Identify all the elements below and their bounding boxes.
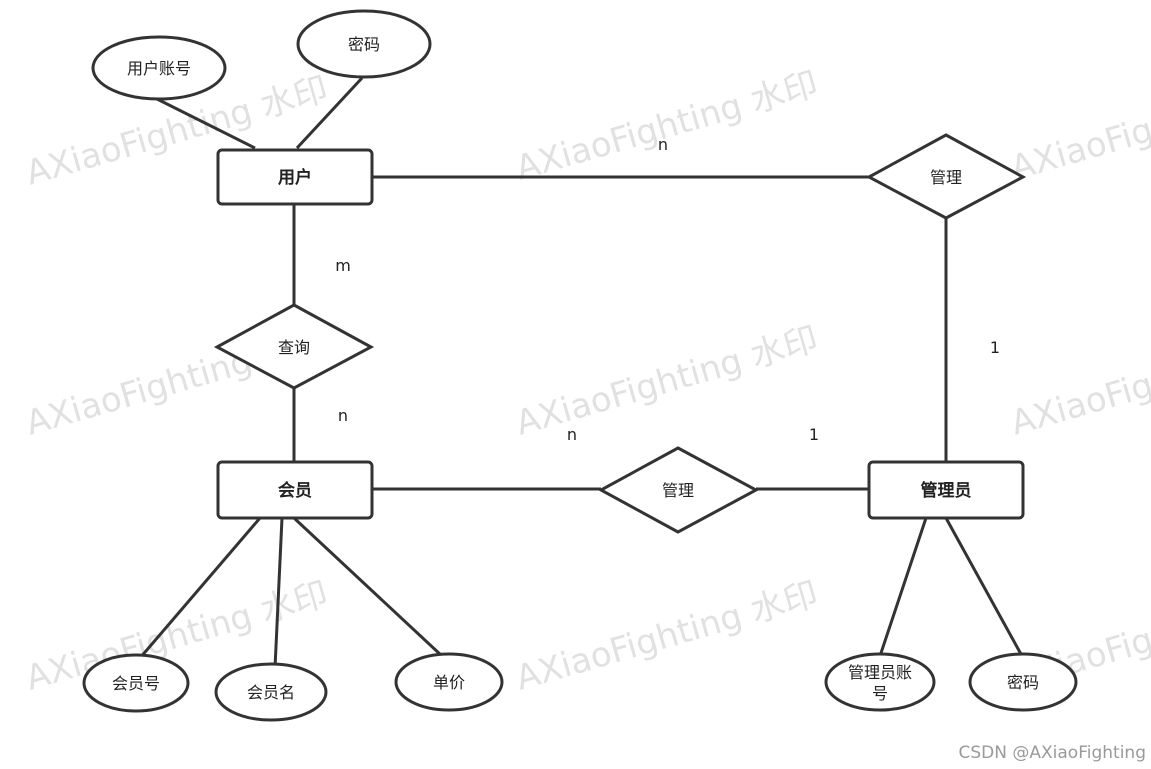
attribute-ellipse <box>82 653 190 713</box>
cardinality-user-query: m <box>335 256 351 275</box>
entity-member[interactable]: 会员 <box>216 460 374 520</box>
relationship-diamond <box>865 133 1027 220</box>
relationship-query[interactable]: 查询 <box>213 303 375 390</box>
attribute-label: 会员名 <box>247 683 295 702</box>
attribute-label: 用户账号 <box>127 59 191 78</box>
attribute-user-account[interactable]: 用户账号 <box>91 35 227 101</box>
relationship-manage-top[interactable]: 管理 <box>865 133 1027 220</box>
entity-label: 会员 <box>278 480 312 501</box>
entity-box <box>216 148 374 206</box>
attribute-label-line1: 管理员账 <box>848 663 912 682</box>
attribute-admin-account[interactable]: 管理员账 号 <box>824 652 936 712</box>
attribute-ellipse <box>296 9 432 79</box>
relationship-label: 查询 <box>278 338 310 357</box>
watermark-text: AXiaoFighting 水印 <box>511 319 822 443</box>
attribute-ellipse <box>394 652 504 712</box>
attribute-ellipse <box>824 652 936 712</box>
entity-label: 用户 <box>278 167 312 188</box>
connector-user-account <box>154 96 256 150</box>
relationship-diamond <box>213 303 375 390</box>
attribute-label-line2: 号 <box>872 684 888 703</box>
cardinality-member-query: n <box>338 406 348 425</box>
attribute-member-name[interactable]: 会员名 <box>214 662 328 722</box>
relationship-label: 管理 <box>662 481 694 500</box>
cardinality-user-manage: n <box>658 135 668 154</box>
watermark-text: AXiaoFighting 水印 <box>1006 64 1151 188</box>
connector-admin-account <box>878 517 928 657</box>
attribute-label: 单价 <box>433 673 465 692</box>
cardinality-member-manage: n <box>567 425 577 444</box>
relationship-diamond <box>597 446 760 534</box>
attribute-unit-price[interactable]: 单价 <box>394 652 504 712</box>
cardinality-admin-manage-bottom: 1 <box>809 425 819 444</box>
attribute-label: 密码 <box>1007 673 1039 692</box>
connector-member-id <box>138 517 262 659</box>
relationship-manage-bottom[interactable]: 管理 <box>597 446 760 534</box>
attribute-label: 会员号 <box>112 674 160 693</box>
watermark-text: AXiaoFighting 水印 <box>511 64 822 188</box>
relationship-label: 管理 <box>930 168 962 187</box>
entity-admin[interactable]: 管理员 <box>867 460 1025 520</box>
connector-admin-password <box>944 517 1024 657</box>
attribute-user-password[interactable]: 密码 <box>296 9 432 79</box>
entity-box <box>867 460 1025 520</box>
watermark-text: AXiaoFighting 水印 <box>1006 319 1151 443</box>
connector-user-password <box>295 76 364 150</box>
connector-unit-price <box>292 516 444 658</box>
cardinality-admin-manage: 1 <box>990 338 1000 357</box>
connector-member-name <box>273 517 284 669</box>
entity-user[interactable]: 用户 <box>216 148 374 206</box>
connectors <box>138 76 1024 669</box>
footer-credit: CSDN @AXiaoFighting <box>958 743 1146 763</box>
entity-label: 管理员 <box>921 480 972 501</box>
attribute-member-id[interactable]: 会员号 <box>82 653 190 713</box>
attribute-admin-password[interactable]: 密码 <box>968 652 1078 712</box>
attribute-ellipse <box>214 662 328 722</box>
attribute-ellipse <box>968 652 1078 712</box>
cardinality-labels: n 1 m n n 1 <box>335 135 1000 444</box>
attribute-ellipse <box>91 35 227 101</box>
attribute-label: 密码 <box>348 35 380 54</box>
entity-box <box>216 460 374 520</box>
watermark-text: AXiaoFighting 水印 <box>511 574 822 698</box>
